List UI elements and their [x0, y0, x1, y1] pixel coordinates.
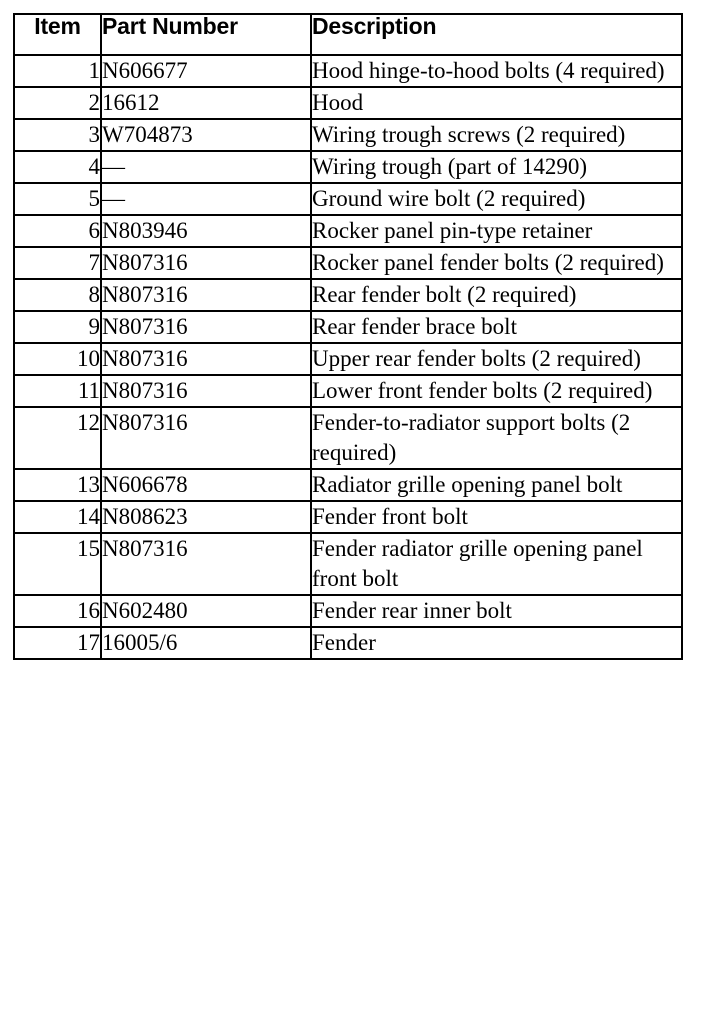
cell-part-number: N807316 — [100, 342, 312, 376]
cell-item: 17 — [13, 626, 102, 660]
cell-item: 14 — [13, 500, 102, 534]
cell-part-number: N807316 — [100, 310, 312, 344]
cell-item: 7 — [13, 246, 102, 280]
cell-description: Rear fender bolt (2 required) — [310, 278, 683, 312]
cell-description: Wiring trough (part of 14290) — [310, 150, 683, 184]
cell-item: 13 — [13, 468, 102, 502]
cell-part-number: N807316 — [100, 374, 312, 408]
cell-part-number: N807316 — [100, 406, 312, 470]
cell-item: 9 — [13, 310, 102, 344]
cell-item: 16 — [13, 594, 102, 628]
cell-description: Ground wire bolt (2 required) — [310, 182, 683, 216]
cell-description: Fender rear inner bolt — [310, 594, 683, 628]
cell-part-number: N606677 — [100, 54, 312, 88]
cell-item: 6 — [13, 214, 102, 248]
cell-part-number: N807316 — [100, 246, 312, 280]
cell-description: Fender — [310, 626, 683, 660]
cell-part-number: 16612 — [100, 86, 312, 120]
cell-description: Upper rear fender bolts (2 required) — [310, 342, 683, 376]
cell-item: 1 — [13, 54, 102, 88]
cell-description: Rear fender brace bolt — [310, 310, 683, 344]
cell-description: Fender radiator grille opening panel fro… — [310, 532, 683, 596]
cell-item: 15 — [13, 532, 102, 596]
cell-part-number: N803946 — [100, 214, 312, 248]
cell-part-number: N606678 — [100, 468, 312, 502]
cell-item: 12 — [13, 406, 102, 470]
cell-item: 2 — [13, 86, 102, 120]
cell-part-number: 16005/6 — [100, 626, 312, 660]
cell-description: Hood — [310, 86, 683, 120]
column-header-part-number: Part Number — [100, 13, 312, 56]
column-header-description: Description — [310, 13, 683, 56]
cell-part-number: N807316 — [100, 532, 312, 596]
cell-item: 4 — [13, 150, 102, 184]
cell-description: Fender-to-radiator support bolts (2 requ… — [310, 406, 683, 470]
cell-item: 8 — [13, 278, 102, 312]
cell-part-number: N807316 — [100, 278, 312, 312]
cell-description: Hood hinge-to-hood bolts (4 required) — [310, 54, 683, 88]
cell-item: 10 — [13, 342, 102, 376]
cell-description: Wiring trough screws (2 required) — [310, 118, 683, 152]
cell-description: Radiator grille opening panel bolt — [310, 468, 683, 502]
table-header-row: Item Part Number Description — [13, 13, 683, 56]
cell-item: 5 — [13, 182, 102, 216]
cell-part-number: N602480 — [100, 594, 312, 628]
column-header-item: Item — [13, 13, 102, 56]
table-header: Item Part Number Description — [13, 13, 683, 56]
cell-part-number: — — [100, 182, 312, 216]
table-row: 5—Ground wire bolt (2 required) — [13, 182, 683, 216]
cell-description: Lower front fender bolts (2 required) — [310, 374, 683, 408]
cell-part-number: — — [100, 150, 312, 184]
cell-description: Fender front bolt — [310, 500, 683, 534]
cell-part-number: W704873 — [100, 118, 312, 152]
cell-item: 11 — [13, 374, 102, 408]
cell-description: Rocker panel pin-type retainer — [310, 214, 683, 248]
cell-part-number: N808623 — [100, 500, 312, 534]
cell-item: 3 — [13, 118, 102, 152]
cell-description: Rocker panel fender bolts (2 required) — [310, 246, 683, 280]
table-row: 4—Wiring trough (part of 14290) — [13, 150, 683, 184]
